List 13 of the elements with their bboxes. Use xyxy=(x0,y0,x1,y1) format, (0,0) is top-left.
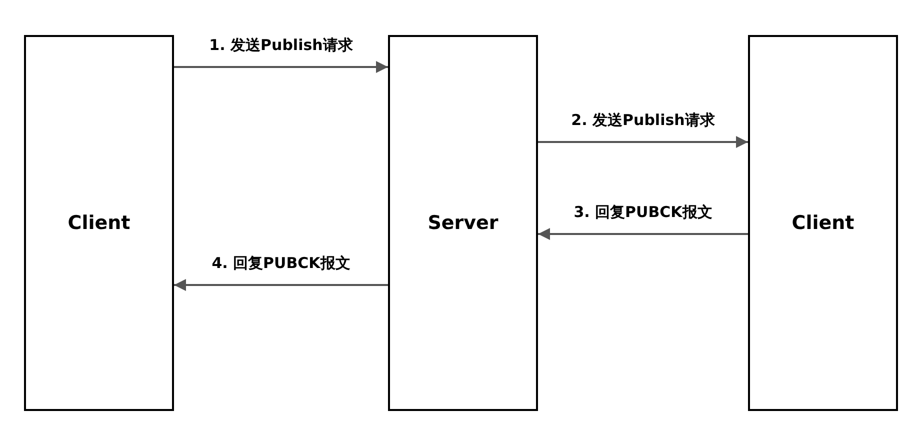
participant-box xyxy=(24,35,174,411)
arrow xyxy=(538,228,748,240)
edge-label: 2. 发送Publish请求 xyxy=(569,111,717,130)
edge-label: 3. 回复PUBCK报文 xyxy=(572,203,714,222)
edge-label: 4. 回复PUBCK报文 xyxy=(210,254,352,273)
participant-label: Client xyxy=(792,212,854,234)
participant-label: Server xyxy=(428,212,498,234)
arrow xyxy=(174,279,388,291)
participant-box xyxy=(388,35,538,411)
arrow xyxy=(174,61,388,73)
arrow xyxy=(538,136,748,148)
participant-label: Client xyxy=(68,212,130,234)
participant-box xyxy=(748,35,898,411)
